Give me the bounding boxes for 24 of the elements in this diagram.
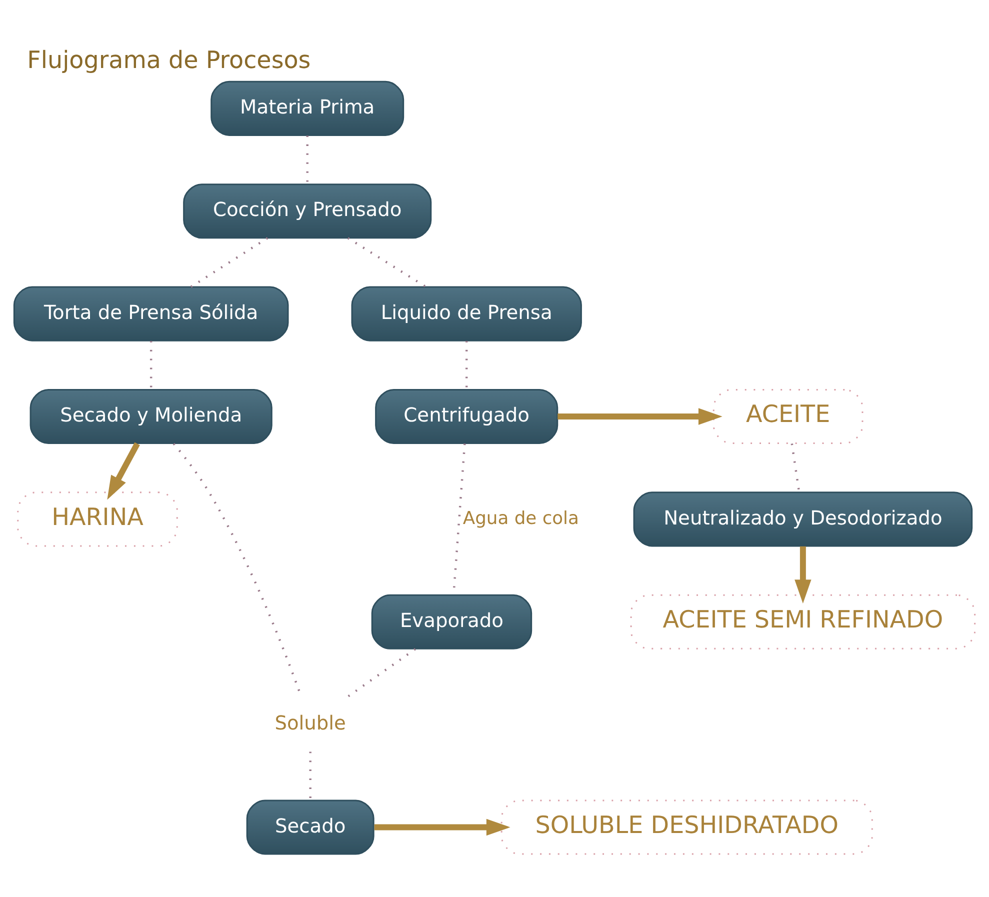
edge-label: Agua de cola bbox=[462, 508, 579, 529]
node-box: Neutralizado y Desodorizado bbox=[633, 492, 973, 547]
arrow bbox=[107, 442, 140, 500]
node-box: Torta de Prensa Sólida bbox=[13, 286, 289, 342]
node-box: ACEITE bbox=[712, 388, 864, 444]
arrow bbox=[794, 546, 812, 604]
node-box: ACEITE SEMI REFINADO bbox=[630, 594, 976, 650]
node-box: Secado bbox=[246, 800, 374, 855]
node-box: Centrifugado bbox=[375, 388, 558, 444]
connector bbox=[190, 237, 268, 288]
node-box: Secado y Molienda bbox=[30, 388, 272, 444]
arrow bbox=[558, 408, 722, 425]
connector bbox=[346, 648, 416, 698]
connector bbox=[790, 444, 800, 492]
node-box: HARINA bbox=[17, 492, 178, 547]
node-box: Evaporado bbox=[371, 594, 532, 650]
diagram-title: Flujograma de Procesos bbox=[27, 46, 311, 74]
node-box: Liquido de Prensa bbox=[351, 286, 582, 342]
node-box: Cocción y Prensado bbox=[183, 184, 432, 239]
node-box: SOLUBLE DESHIDRATADO bbox=[500, 800, 873, 855]
connector bbox=[347, 237, 427, 288]
node-text: Soluble bbox=[274, 712, 346, 735]
arrow bbox=[374, 818, 510, 836]
node-box: Materia Prima bbox=[210, 80, 404, 136]
